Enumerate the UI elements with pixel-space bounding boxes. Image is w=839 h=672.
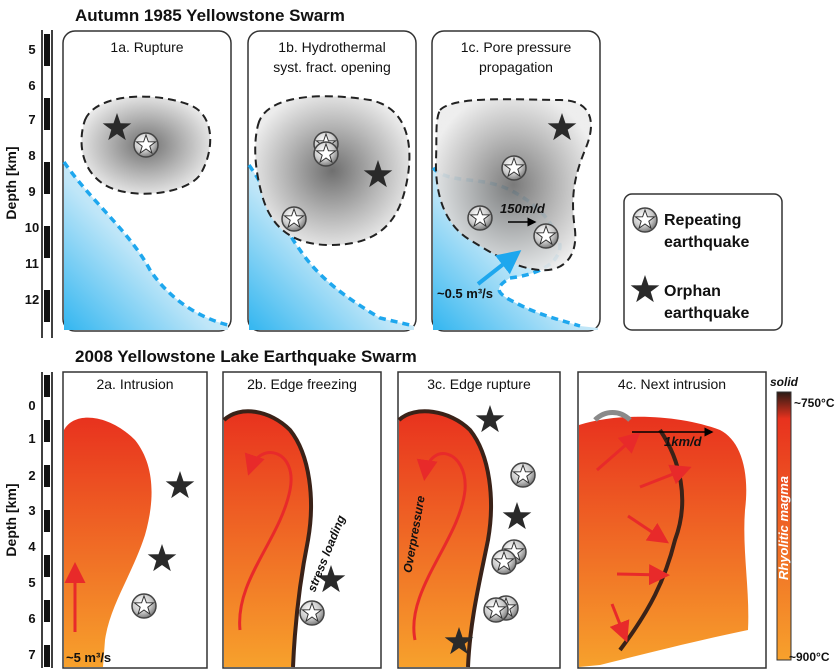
- tick-bottom-3: 3: [28, 503, 35, 518]
- speed-annotation: 150m/d: [500, 201, 546, 216]
- tick-top-11: 11: [25, 256, 39, 271]
- intrusion-arrow: [616, 564, 670, 586]
- panel-1c: 150m/d ~0.5 m³/s 1c. Pore pressure propa…: [431, 30, 601, 332]
- bottom-axis-label: Depth [km]: [3, 483, 19, 556]
- top-axis-label: Depth [km]: [3, 146, 19, 219]
- repeating-star-icon: [510, 462, 536, 488]
- repeating-star-icon: [133, 132, 159, 158]
- bottom-depth-ticks: 0 1 2 3 4 5 6 7: [28, 398, 36, 662]
- tick-bottom-2: 2: [28, 468, 35, 483]
- intrusion-arrow: [596, 432, 641, 472]
- circulation-arrow: [238, 451, 293, 631]
- tick-bottom-0: 0: [28, 398, 35, 413]
- legend-orphan-line1: Orphan: [664, 283, 721, 300]
- legend-repeating-icon: [632, 207, 658, 233]
- repeating-star-icon: [131, 593, 157, 619]
- repeating-star-icon: [533, 223, 559, 249]
- tick-top-5: 5: [28, 42, 35, 57]
- tick-top-7: 7: [28, 112, 35, 127]
- panel-2a-title: 2a. Intrusion: [96, 376, 173, 392]
- panel-1b-title-line1: 1b. Hydrothermal: [278, 39, 385, 55]
- panel-4c-title: 4c. Next intrusion: [618, 376, 726, 392]
- top-depth-scale: [41, 30, 53, 338]
- next-intrusion-speed: 1km/d: [664, 434, 703, 449]
- panel-1a-title: 1a. Rupture: [110, 39, 183, 55]
- panel-1b-title-line2: syst. fract. opening: [273, 59, 391, 75]
- panel-1c-title-line1: 1c. Pore pressure: [461, 39, 572, 55]
- panel-1a: 1a. Rupture: [62, 30, 232, 332]
- tick-bottom-7: 7: [28, 647, 35, 662]
- panel-2b: stress loading 2b. Edge freezing: [222, 371, 382, 669]
- tick-top-9: 9: [28, 184, 35, 199]
- intrusion-arrow: [627, 514, 669, 544]
- panel-2b-title: 2b. Edge freezing: [247, 376, 357, 392]
- legend-orphan-line2: earthquake: [664, 305, 749, 322]
- tick-bottom-6: 6: [28, 611, 35, 626]
- legend: Repeating earthquake Orphan earthquake: [623, 193, 783, 331]
- panel-3c-title: 3c. Edge rupture: [427, 376, 531, 392]
- tick-top-10: 10: [25, 220, 39, 235]
- tick-bottom-5: 5: [28, 575, 35, 590]
- intrusion-arrow: [639, 464, 692, 489]
- colorbar-top-label: solid: [770, 375, 799, 389]
- panel-4c: 1km/d 4c. Next intrusion: [577, 371, 767, 669]
- top-depth-ticks: 5 6 7 8 9 10 11 12: [25, 42, 39, 307]
- colorbar-top-temp: ~750°C: [794, 396, 835, 410]
- flux-annotation: ~0.5 m³/s: [437, 286, 493, 301]
- panel-3c: Overpressure 3c. Edge rupture: [397, 371, 561, 669]
- repeating-star-icon: [501, 155, 527, 181]
- repeating-star-icon: [299, 600, 325, 626]
- repeating-star-icon: [483, 597, 509, 623]
- legend-repeating-line2: earthquake: [664, 234, 749, 251]
- panel-1c-title-line2: propagation: [479, 59, 553, 75]
- intrusion-flux: ~5 m³/s: [66, 650, 111, 665]
- tick-bottom-1: 1: [28, 431, 35, 446]
- top-title: Autumn 1985 Yellowstone Swarm: [75, 6, 345, 25]
- repeating-star-icon: [281, 206, 307, 232]
- repeating-star-icon: [491, 549, 517, 575]
- panel-1b: 1b. Hydrothermal syst. fract. opening: [247, 30, 417, 332]
- bottom-title: 2008 Yellowstone Lake Earthquake Swarm: [75, 347, 417, 366]
- repeating-star-icon: [467, 205, 493, 231]
- bottom-depth-scale: [41, 372, 53, 668]
- flux-arrow: [476, 250, 522, 286]
- repeating-star-icon: [313, 141, 339, 167]
- legend-repeating-line1: Repeating: [664, 212, 741, 229]
- intrusion-arrow: [609, 603, 630, 643]
- colorbar: solid ~750°C ~900°C Rhyolitic magma: [770, 375, 835, 664]
- colorbar-label: Rhyolitic magma: [776, 476, 791, 580]
- tick-bottom-4: 4: [28, 539, 36, 554]
- panel-2a: 2a. Intrusion ~5 m³/s: [62, 371, 208, 669]
- tick-top-8: 8: [28, 148, 35, 163]
- overpressure-arrow: [412, 452, 467, 641]
- tick-top-6: 6: [28, 78, 35, 93]
- tick-top-12: 12: [25, 292, 39, 307]
- colorbar-bottom-temp: ~900°C: [789, 650, 830, 664]
